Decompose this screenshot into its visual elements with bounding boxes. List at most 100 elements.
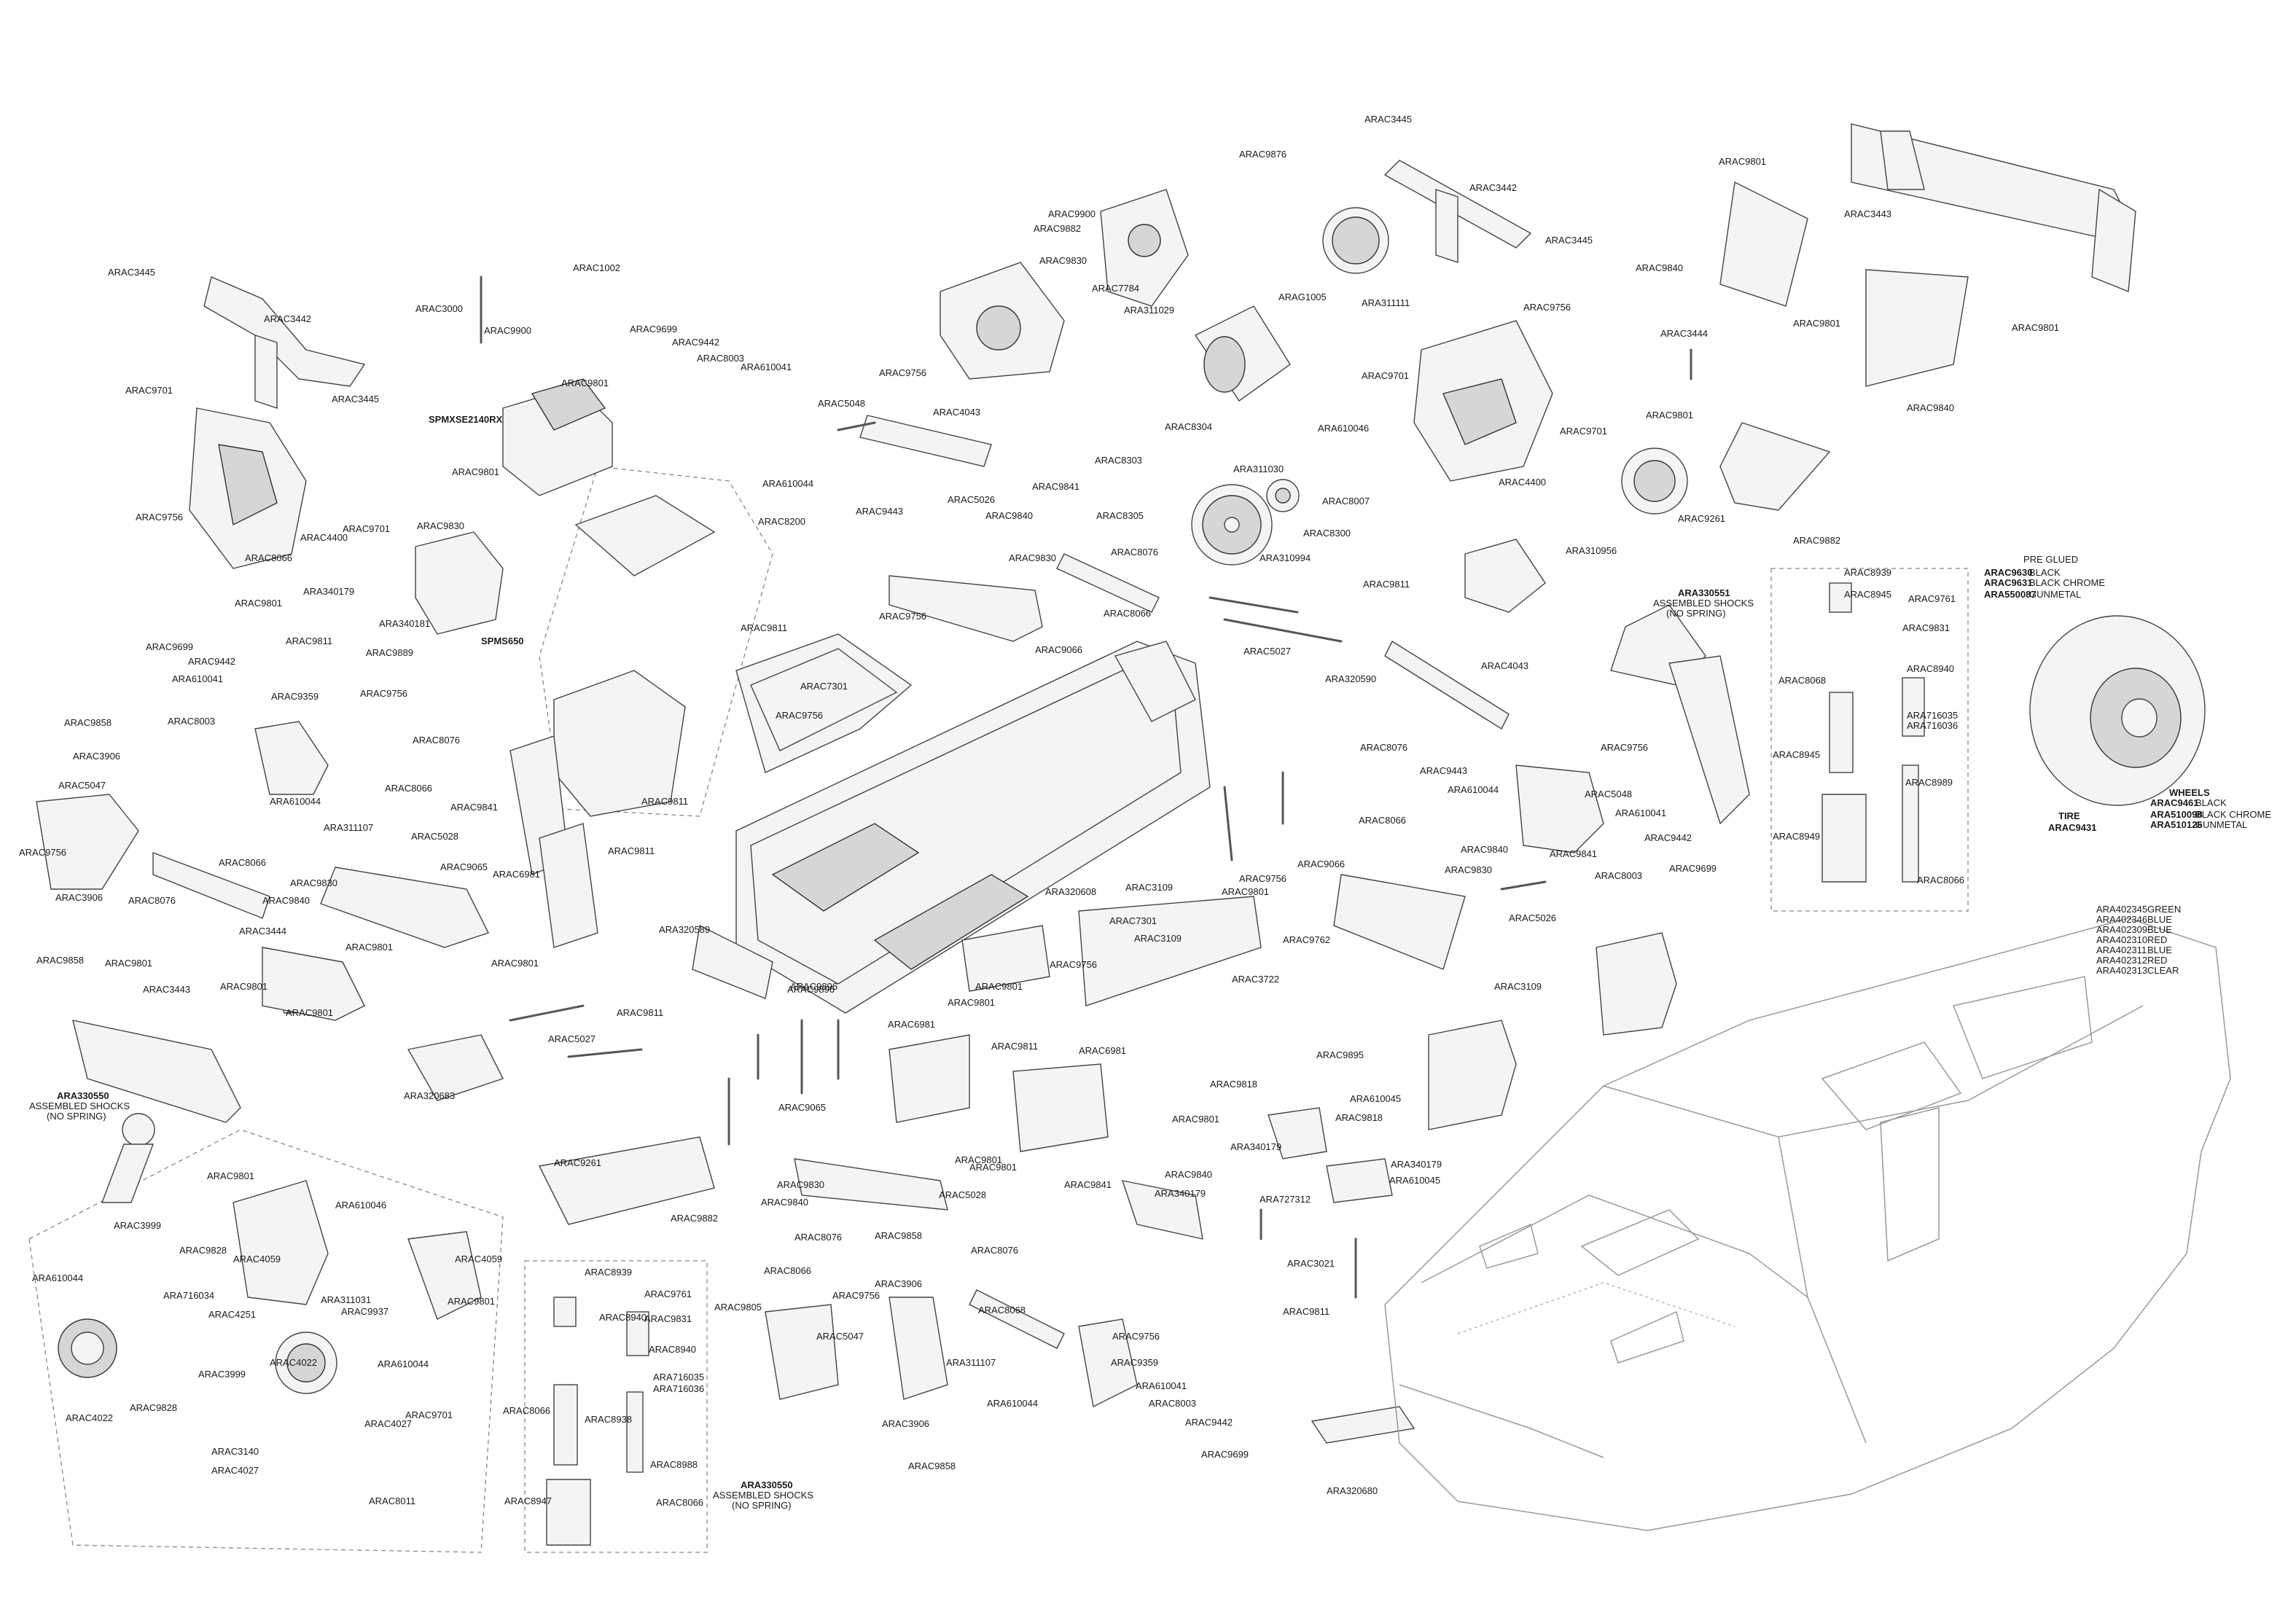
part-label: ARAC7301 <box>1109 915 1157 926</box>
front-lower-arm <box>320 867 489 948</box>
rear-upper-arm <box>889 575 1043 642</box>
part-label: ARAC8945 <box>1773 749 1820 760</box>
part-label: ARAC9882 <box>1034 223 1081 234</box>
part-label: GUNMETAL <box>2195 819 2247 830</box>
receiver-box-group-outline <box>539 466 773 817</box>
part-label: ARA610041 <box>741 361 792 372</box>
part-label: ARAC8940 <box>649 1344 696 1355</box>
part-label: ARAC8938 <box>585 1414 632 1425</box>
servo <box>415 531 504 635</box>
part-label: ARAC4059 <box>233 1254 281 1264</box>
part-label: ARAC9801 <box>561 378 609 388</box>
chassis-tub <box>692 641 1211 1014</box>
part-label: ARAC3445 <box>1545 235 1593 246</box>
front-camber-link-bottom <box>969 1289 1065 1349</box>
rear-diff <box>1621 447 1688 515</box>
part-label: ARA340179 <box>303 586 354 597</box>
part-label: ARAC5048 <box>1585 789 1632 799</box>
part-label: ARA340179 <box>1155 1188 1206 1199</box>
part-label: ARAC9811 <box>1283 1306 1329 1317</box>
part-label: ARA402309 <box>2096 924 2147 935</box>
part-label: ARA610041 <box>1615 808 1666 818</box>
front-bulkhead <box>189 407 307 569</box>
part-label: ARAC9900 <box>1048 208 1096 219</box>
part-label: ARAC4400 <box>300 532 348 543</box>
front-shock-group-outline <box>524 1260 708 1553</box>
part-label: ARAC9443 <box>856 506 903 517</box>
part-label: ARAC9896 <box>787 984 835 995</box>
part-label: ARAC8939 <box>1844 567 1891 578</box>
part-label: ARAC9756 <box>136 512 183 523</box>
part-label: ARAC9841 <box>450 802 498 813</box>
part-label: ARAC9699 <box>630 324 677 335</box>
part-label: ARA402345 <box>2096 904 2147 915</box>
part-label: ARAC3140 <box>211 1446 259 1457</box>
part-label: RED <box>2147 934 2167 945</box>
part-label: ARAC9830 <box>290 877 337 888</box>
part-label: ARAC8988 <box>650 1459 698 1470</box>
part-label: ARA311031 <box>321 1294 371 1305</box>
part-label: ARAC9442 <box>188 656 235 667</box>
part-label: ARAC9937 <box>341 1306 388 1317</box>
part-label: ARAC9831 <box>644 1313 692 1324</box>
part-label: ARA330550 <box>741 1479 793 1490</box>
rear-wing-mount <box>1383 160 1532 263</box>
gearbox-housing <box>940 189 1189 380</box>
part-label: ARAC9831 <box>1902 622 1950 633</box>
part-label: ARAC8305 <box>1096 510 1144 521</box>
part-label: ARAC9701 <box>1362 370 1409 381</box>
part-label: ARAC9701 <box>343 523 390 534</box>
part-label: ARAC3906 <box>73 751 120 762</box>
part-label: ARAC9801 <box>1172 1114 1219 1125</box>
rear-shock-group-outline <box>1770 568 1969 912</box>
part-label: ARAC5026 <box>1509 912 1556 923</box>
part-label: BLACK <box>2029 567 2061 578</box>
front-splash-guards <box>889 1034 1109 1152</box>
part-label: ARAC8066 <box>1917 875 1964 885</box>
part-label: WHEELS <box>2169 787 2210 798</box>
part-label: ARAC9801 <box>207 1170 254 1181</box>
part-label: ARAC9840 <box>985 510 1033 521</box>
part-label: ARAC9801 <box>286 1007 333 1018</box>
part-label: ARAC9889 <box>366 647 413 658</box>
part-label: ARA340179 <box>1391 1159 1442 1170</box>
part-label: ARAC9756 <box>832 1290 880 1301</box>
part-label: ARAC8989 <box>1905 777 1953 788</box>
rear-hub-carrier <box>1515 765 1604 853</box>
front-diff-case <box>58 1180 482 1394</box>
part-label: ARAC9830 <box>417 520 464 531</box>
part-label: ARAC9840 <box>761 1197 808 1208</box>
part-label: ARAC9431 <box>2048 822 2096 833</box>
part-label: ARA310956 <box>1566 545 1617 556</box>
part-label: ARAC3109 <box>1125 882 1173 893</box>
part-label: ARAC8945 <box>1844 589 1891 600</box>
part-label: SPMXSE2140RX <box>429 414 502 425</box>
part-label: SPMS650 <box>481 636 524 646</box>
part-label: ARAC8066 <box>1359 815 1406 826</box>
part-label: ARA320683 <box>404 1090 455 1101</box>
part-label: ARAC8940 <box>1907 663 1954 674</box>
slipper-clutch <box>1266 479 1300 512</box>
part-label: ARAC8003 <box>1149 1398 1196 1409</box>
rear-bulkhead <box>1413 320 1553 482</box>
part-label: BLUE <box>2147 945 2172 955</box>
battery-strap <box>509 735 598 948</box>
part-label: ARA716034 <box>163 1290 214 1301</box>
part-label: ARAC9359 <box>1111 1357 1158 1368</box>
part-label: ARA610044 <box>270 796 321 807</box>
part-label: ARAC8003 <box>1595 870 1642 881</box>
part-label: ARAC9801 <box>235 598 282 609</box>
part-label: (NO SPRING) <box>47 1111 106 1122</box>
part-label: ARA311111 <box>1362 297 1410 308</box>
front-upper-arm <box>152 851 270 919</box>
part-label: BLACK CHROME <box>2029 577 2105 588</box>
part-label: ARAC3109 <box>1134 933 1182 944</box>
part-label: ARA311107 <box>946 1357 996 1368</box>
part-label: ARAC9811 <box>741 622 787 633</box>
part-label: ARAC4043 <box>1481 660 1528 671</box>
part-label: ARAC9756 <box>879 367 926 378</box>
wheel-tire <box>2029 615 2206 806</box>
part-label: ARAC8068 <box>1778 675 1826 686</box>
part-label: ARA311030 <box>1233 464 1284 474</box>
part-label: ARAC3444 <box>239 926 286 937</box>
